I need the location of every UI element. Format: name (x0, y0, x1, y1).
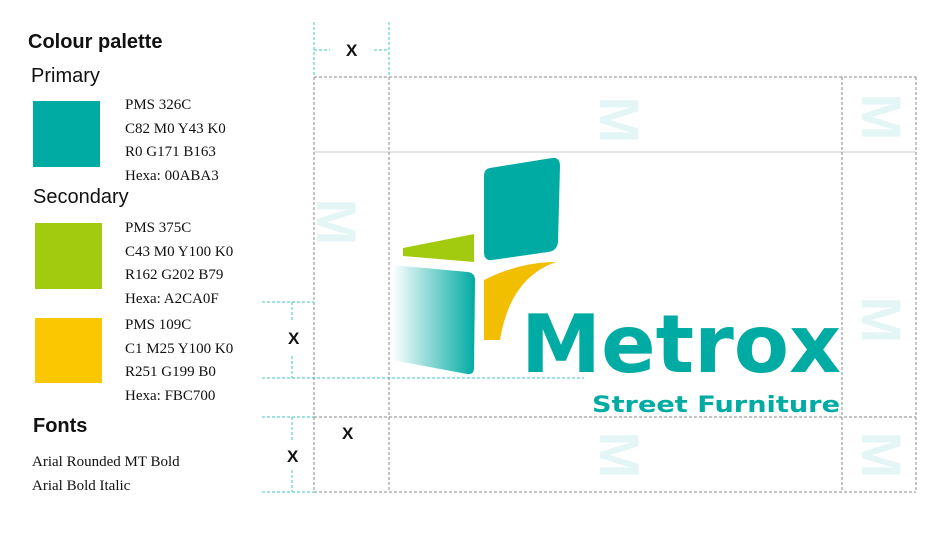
colour-palette-title: Colour palette (28, 31, 163, 53)
secondary-green-spec: PMS 375C C43 M0 Y100 K0 R162 G202 B79 He… (125, 217, 233, 311)
logo-fading-panel (392, 265, 475, 375)
logo-tagline: Street Furniture (592, 393, 840, 418)
primary-hexa: Hexa: 00ABA3 (125, 167, 219, 184)
watermark-m: M (588, 97, 651, 144)
secondary-label: Secondary (33, 186, 129, 208)
watermark-m: M (850, 94, 913, 141)
primary-pms: PMS 326C (125, 97, 192, 113)
yellow-cmyk: C1 M25 Y100 K0 (125, 340, 234, 357)
measurement-lines (262, 22, 584, 493)
yellow-rgb: R251 G199 B0 (125, 364, 216, 380)
clearspace-x-label: X (287, 447, 299, 466)
secondary-yellow-swatch (35, 318, 102, 383)
yellow-hexa: Hexa: FBC700 (125, 387, 216, 404)
font-item: Arial Rounded MT Bold (32, 454, 180, 470)
primary-spec: PMS 326C C82 M0 Y43 K0 R0 G171 B163 Hexa… (125, 94, 226, 188)
watermark-m: M (850, 432, 913, 479)
watermark-m: M (850, 297, 913, 344)
watermark-m: M (305, 199, 368, 246)
green-cmyk: C43 M0 Y100 K0 (125, 243, 234, 260)
primary-rgb: R0 G171 B163 (125, 144, 216, 160)
secondary-yellow-spec: PMS 109C C1 M25 Y100 K0 R251 G199 B0 Hex… (125, 314, 233, 408)
clearspace-x-label: X (288, 329, 300, 348)
font-item: Arial Bold Italic (32, 478, 131, 494)
green-rgb: R162 G202 B79 (125, 267, 224, 283)
yellow-pms: PMS 109C (125, 317, 192, 333)
fonts-list: Arial Rounded MT Bold Arial Bold Italic (32, 450, 180, 498)
green-hexa: Hexa: A2CA0F (125, 290, 219, 307)
watermark-letters: M M M M M M (305, 94, 913, 479)
clearspace-x-label: X (342, 424, 354, 443)
guide-grid (313, 76, 917, 493)
fonts-title: Fonts (33, 415, 88, 437)
logo-wordmark: Metrox (521, 298, 841, 391)
logo-green-wedge (403, 234, 474, 262)
primary-cmyk: C82 M0 Y43 K0 (125, 120, 226, 137)
watermark-m: M (588, 432, 651, 479)
logo-yellow-swoosh (484, 262, 556, 340)
primary-swatch (33, 101, 100, 167)
green-pms: PMS 375C (125, 220, 192, 236)
logo-teal-top-panel (484, 157, 560, 261)
primary-label: Primary (31, 65, 100, 87)
metrox-logo-mark (392, 157, 560, 375)
clearspace-x-label: X (346, 41, 358, 60)
secondary-green-swatch (35, 223, 102, 289)
